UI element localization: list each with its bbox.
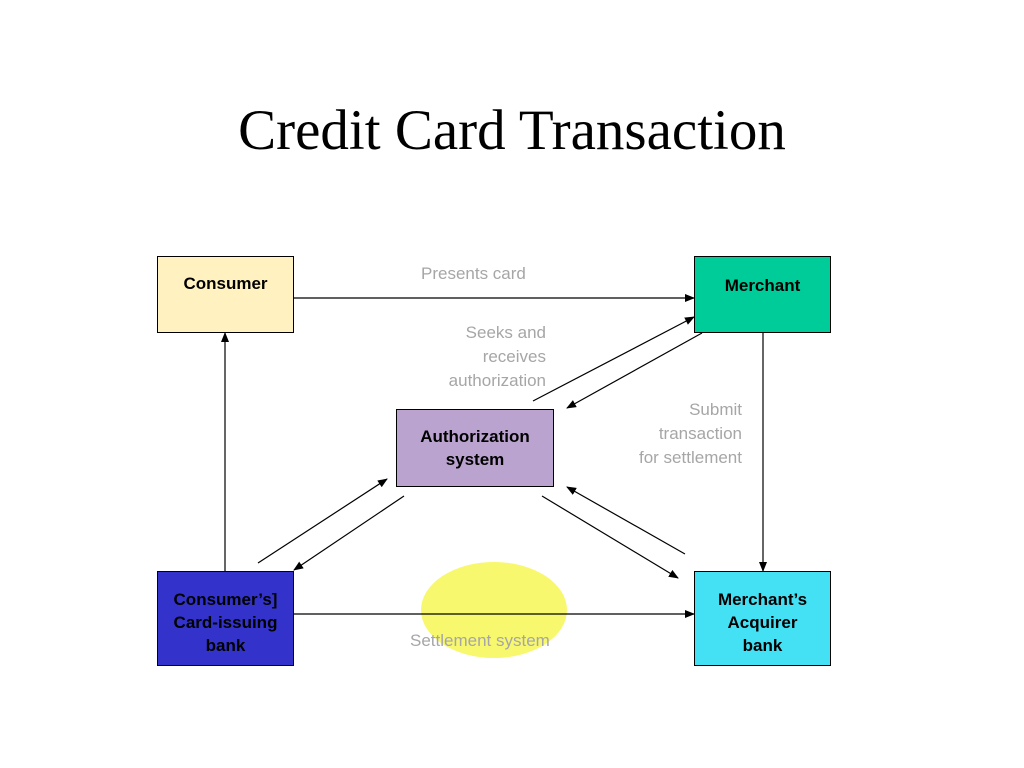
- slide-title: Credit Card Transaction: [238, 99, 786, 162]
- seeks-authorization-line-1: Seeks and: [465, 323, 546, 342]
- settlement-highlight: [421, 562, 567, 658]
- arrow-merchant-to-authorization: [566, 332, 703, 409]
- authorization-system-box: Authorization system: [396, 409, 554, 487]
- acquirer-bank-box: Merchant’s Acquirer bank: [694, 571, 831, 666]
- consumer-box: Consumer: [157, 256, 294, 333]
- presents-card-label: Presents card: [421, 264, 526, 283]
- consumer-label: Consumer: [183, 274, 268, 293]
- arrow-issuer-to-authorization: [257, 478, 388, 564]
- merchant-label: Merchant: [724, 276, 801, 295]
- acquirer-bank-label-line-2: Acquirer: [727, 613, 798, 632]
- card-issuing-bank-box: Consumer’s] Card-issuing bank: [157, 571, 294, 666]
- acquirer-bank-label-line-3: bank: [742, 636, 783, 655]
- issuing-bank-label-line-2: Card-issuing: [173, 613, 278, 632]
- arrow-authorization-to-acquirer: [541, 495, 679, 579]
- arrow-acquirer-to-authorization: [566, 486, 686, 555]
- submit-transaction-line-2: transaction: [658, 424, 742, 443]
- submit-transaction-label: Submit transaction for settlement: [592, 398, 742, 470]
- issuing-bank-label-line-1: Consumer’s]: [173, 590, 278, 609]
- seeks-authorization-label: Seeks and receives authorization: [400, 321, 546, 393]
- authorization-label-line-2: system: [445, 450, 505, 469]
- submit-transaction-line-3: for settlement: [639, 448, 742, 467]
- acquirer-bank-label-line-1: Merchant’s: [717, 590, 808, 609]
- merchant-box: Merchant: [694, 256, 831, 333]
- arrow-authorization-to-merchant: [532, 316, 695, 402]
- issuing-bank-label-line-3: bank: [205, 636, 246, 655]
- seeks-authorization-line-2: receives: [482, 347, 546, 366]
- submit-transaction-line-1: Submit: [689, 400, 742, 419]
- settlement-system-label: Settlement system: [410, 631, 550, 650]
- arrow-authorization-to-issuer: [293, 495, 405, 571]
- authorization-label-line-1: Authorization: [420, 427, 530, 446]
- seeks-authorization-line-3: authorization: [448, 371, 546, 390]
